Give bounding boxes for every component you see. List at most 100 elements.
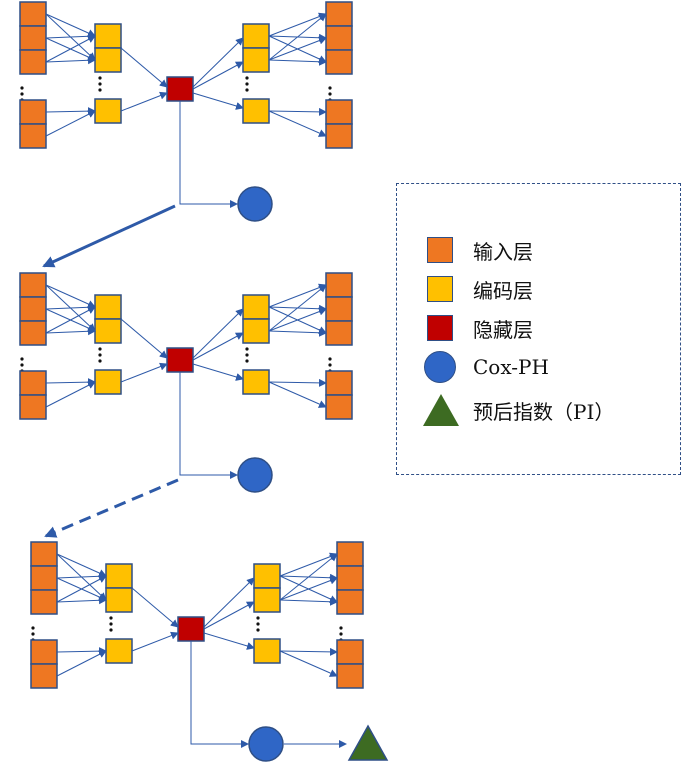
edge (45, 306, 96, 334)
ellipsis (98, 76, 102, 80)
ellipsis (109, 628, 113, 632)
ellipsis (98, 353, 102, 357)
decoding-node (253, 638, 281, 664)
input-node (19, 1, 47, 27)
ellipsis (31, 632, 35, 636)
ellipsis (98, 88, 102, 92)
edge (192, 332, 244, 361)
cox-ph-node (248, 726, 284, 762)
output-node (325, 296, 353, 322)
decoding-node (242, 98, 270, 124)
output-node (325, 394, 353, 420)
edge (203, 632, 255, 650)
edge (279, 576, 338, 601)
ellipsis (98, 82, 102, 86)
edge (56, 596, 107, 605)
encoding-node (105, 638, 133, 664)
edge (268, 36, 327, 61)
ellipsis (245, 347, 249, 351)
legend-item-encoding-layer: 编码层 (427, 273, 533, 305)
output-node (336, 565, 364, 591)
output-node (325, 1, 353, 27)
autoencoder-block (19, 1, 353, 222)
stack-arrow-dashed (44, 478, 179, 538)
ellipsis (339, 632, 343, 636)
encoding-node (94, 318, 122, 344)
edge (120, 362, 168, 383)
input-node (19, 49, 47, 75)
ellipsis (98, 359, 102, 363)
ellipsis (109, 616, 113, 620)
ellipsis (328, 363, 332, 367)
edge (268, 13, 327, 61)
connector (179, 101, 238, 208)
legend-item-hidden-layer: 隐藏层 (427, 312, 533, 344)
input-node (30, 589, 58, 615)
edge (56, 647, 107, 656)
edge (45, 381, 96, 408)
legend-item-input-layer: 输入层 (427, 234, 533, 266)
edge (45, 32, 96, 41)
input-node (30, 663, 58, 689)
output-node (336, 589, 364, 615)
input-node (19, 370, 47, 396)
cox-ph-swatch (424, 351, 456, 383)
edge (268, 284, 327, 332)
cox-ph-node (237, 186, 273, 222)
output-node (336, 663, 364, 689)
encoding-node (94, 23, 122, 49)
input-node (19, 394, 47, 420)
edge (192, 308, 244, 359)
encoding-node (94, 47, 122, 73)
legend-item-cox-ph: Cox-PH (424, 351, 549, 383)
hidden-layer-swatch (427, 315, 453, 341)
ellipsis (20, 363, 24, 367)
edge (56, 572, 107, 581)
edge (45, 110, 96, 137)
ellipsis (256, 622, 260, 626)
ellipsis (20, 92, 24, 96)
edge (279, 650, 338, 677)
input-node (30, 541, 58, 567)
edge (279, 553, 338, 601)
edge (120, 318, 168, 359)
ellipsis (328, 92, 332, 96)
input-node (30, 565, 58, 591)
encoding-layer-swatch (427, 276, 453, 302)
output-node (325, 272, 353, 298)
edge (203, 601, 255, 630)
ellipsis (20, 357, 24, 361)
edge (120, 91, 168, 112)
input-node (19, 25, 47, 51)
edge (268, 12, 327, 37)
output-node (325, 123, 353, 149)
cox-ph-node (237, 457, 273, 493)
prognostic-index-swatch (423, 394, 459, 426)
edge (56, 575, 107, 603)
output-node (325, 49, 353, 75)
edge (192, 37, 244, 88)
decoding-node (242, 294, 270, 320)
ellipsis (109, 622, 113, 626)
edge (45, 56, 96, 65)
autoencoder-block (30, 541, 389, 762)
ellipsis (245, 82, 249, 86)
edge (268, 328, 327, 337)
output-node (325, 370, 353, 396)
prognostic-index-node (347, 724, 389, 761)
legend-item-prognostic-index: 预后指数（PI） (423, 394, 614, 426)
decoding-node (253, 563, 281, 589)
input-layer-swatch (427, 237, 453, 263)
encoding-node (94, 98, 122, 124)
edge (45, 107, 96, 116)
legend-label: Cox-PH (473, 355, 549, 379)
ellipsis (328, 86, 332, 90)
edge (56, 650, 107, 677)
hidden-node (177, 616, 205, 642)
edge (268, 378, 327, 387)
edge (131, 587, 179, 628)
ellipsis (245, 88, 249, 92)
input-node (30, 639, 58, 665)
edge (45, 13, 96, 37)
